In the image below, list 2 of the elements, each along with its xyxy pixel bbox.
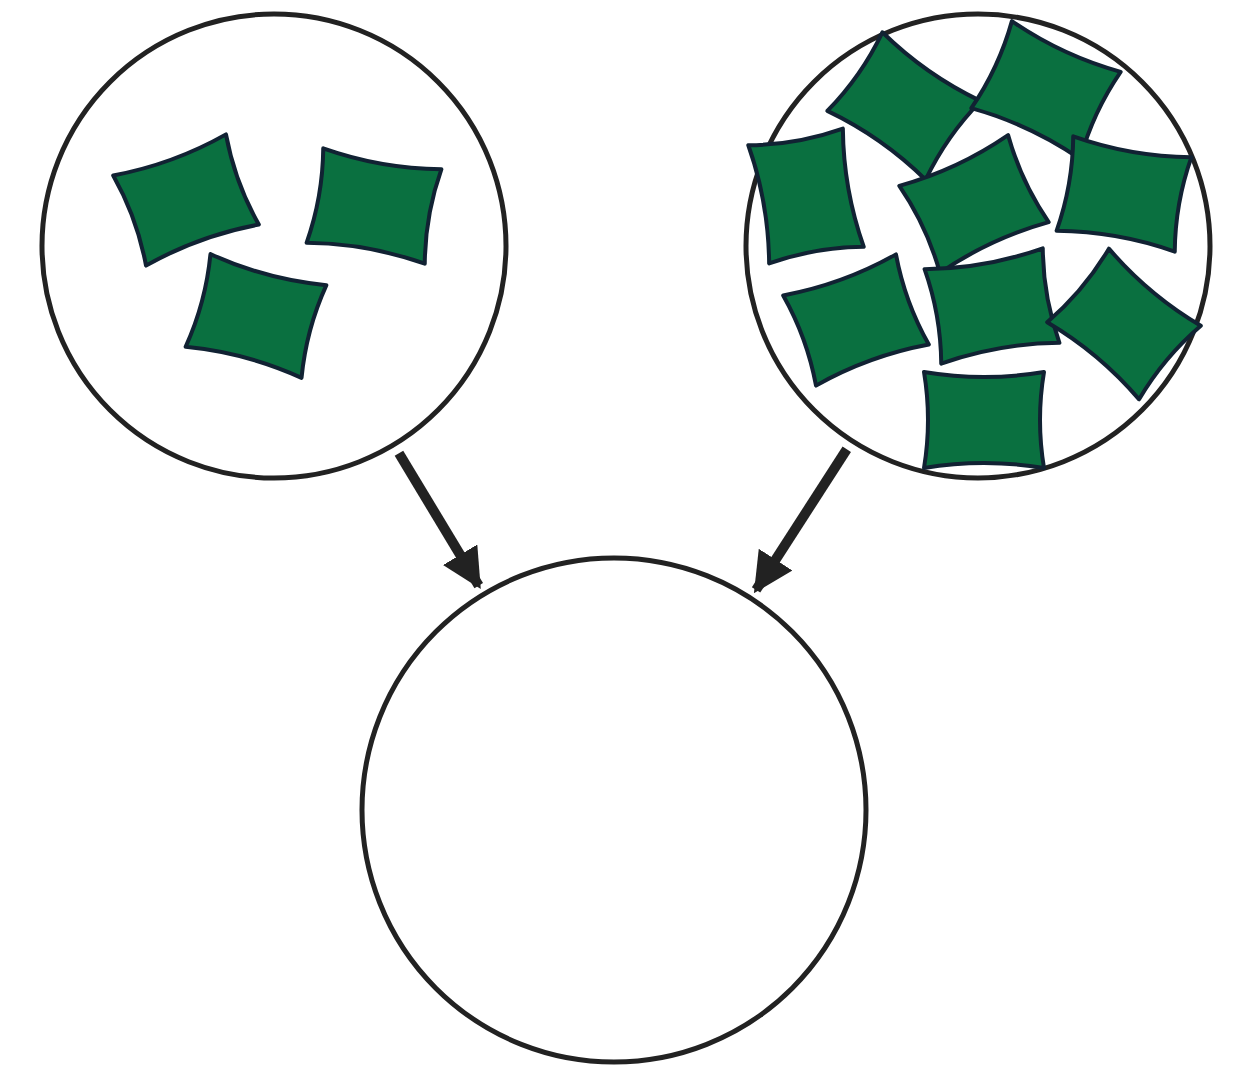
arrow bbox=[751, 446, 851, 594]
arrow bbox=[394, 450, 483, 590]
